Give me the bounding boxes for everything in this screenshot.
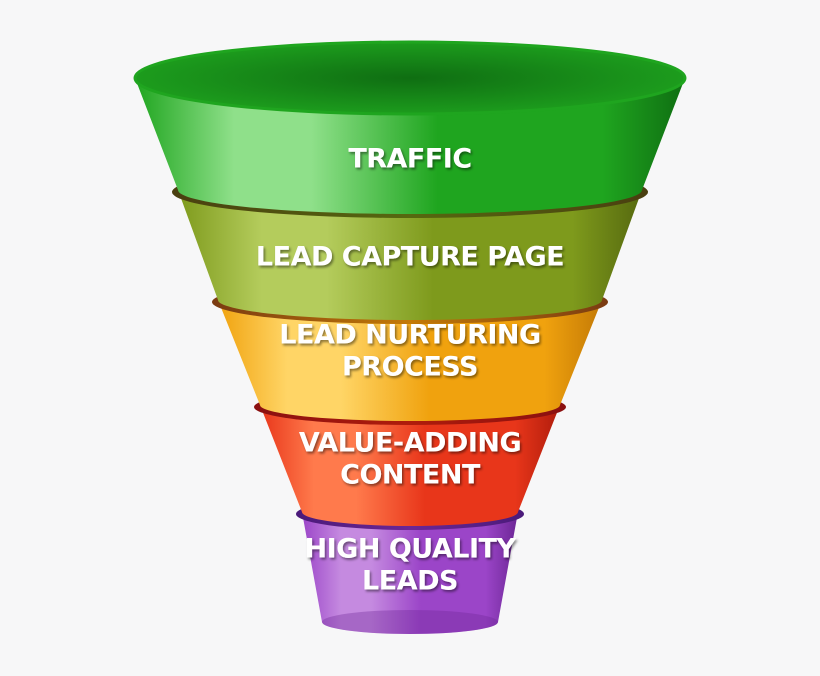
funnel-stage-body <box>302 512 518 634</box>
funnel-bottom-edge <box>322 610 498 634</box>
funnel-stage-body <box>178 190 642 320</box>
funnel-stage-label: VALUE-ADDING <box>299 427 521 458</box>
funnel-stage-body <box>135 78 685 214</box>
funnel-stage-label: CONTENT <box>340 460 481 491</box>
funnel-stage-label: TRAFFIC <box>348 144 471 175</box>
funnel-stage-body <box>218 300 602 421</box>
funnel-stage-1: TRAFFIC <box>133 40 687 214</box>
funnel-stage-label: LEADS <box>362 566 458 597</box>
funnel-stage-label: LEAD NURTURING <box>279 319 540 350</box>
funnel-stage-label: HIGH QUALITY <box>305 533 517 564</box>
funnel-top-opening <box>133 40 687 116</box>
funnel-stage-label: PROCESS <box>342 352 478 383</box>
funnel-stage-body <box>260 405 560 526</box>
funnel-stage-label: LEAD CAPTURE PAGE <box>256 242 564 273</box>
